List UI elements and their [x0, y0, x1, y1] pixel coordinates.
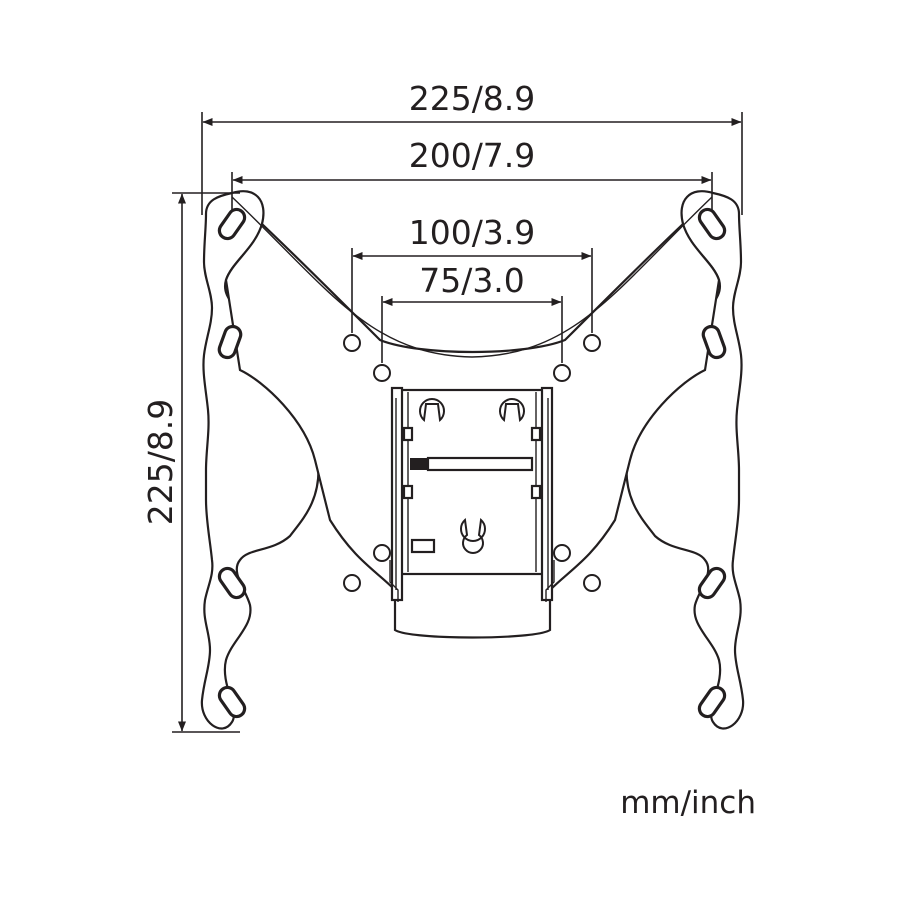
dim-small-width: [381, 296, 563, 363]
outer-width-label: 225/8.9: [409, 79, 536, 118]
slot-holes: [217, 207, 727, 719]
small-width-label: 75/3.0: [419, 261, 525, 300]
dim-outer-width: [201, 112, 743, 215]
units-label: mm/inch: [620, 785, 756, 821]
dim-height: [172, 192, 240, 733]
dim-inner-width: [231, 172, 713, 212]
round-holes: [343, 334, 601, 592]
inner-width-label: 200/7.9: [409, 136, 536, 175]
dim-mid-width: [351, 248, 593, 333]
wall-bracket: [389, 386, 555, 602]
arc-guide: [231, 196, 713, 358]
height-label: 225/8.9: [141, 399, 180, 526]
mid-width-label: 100/3.9: [409, 213, 536, 252]
